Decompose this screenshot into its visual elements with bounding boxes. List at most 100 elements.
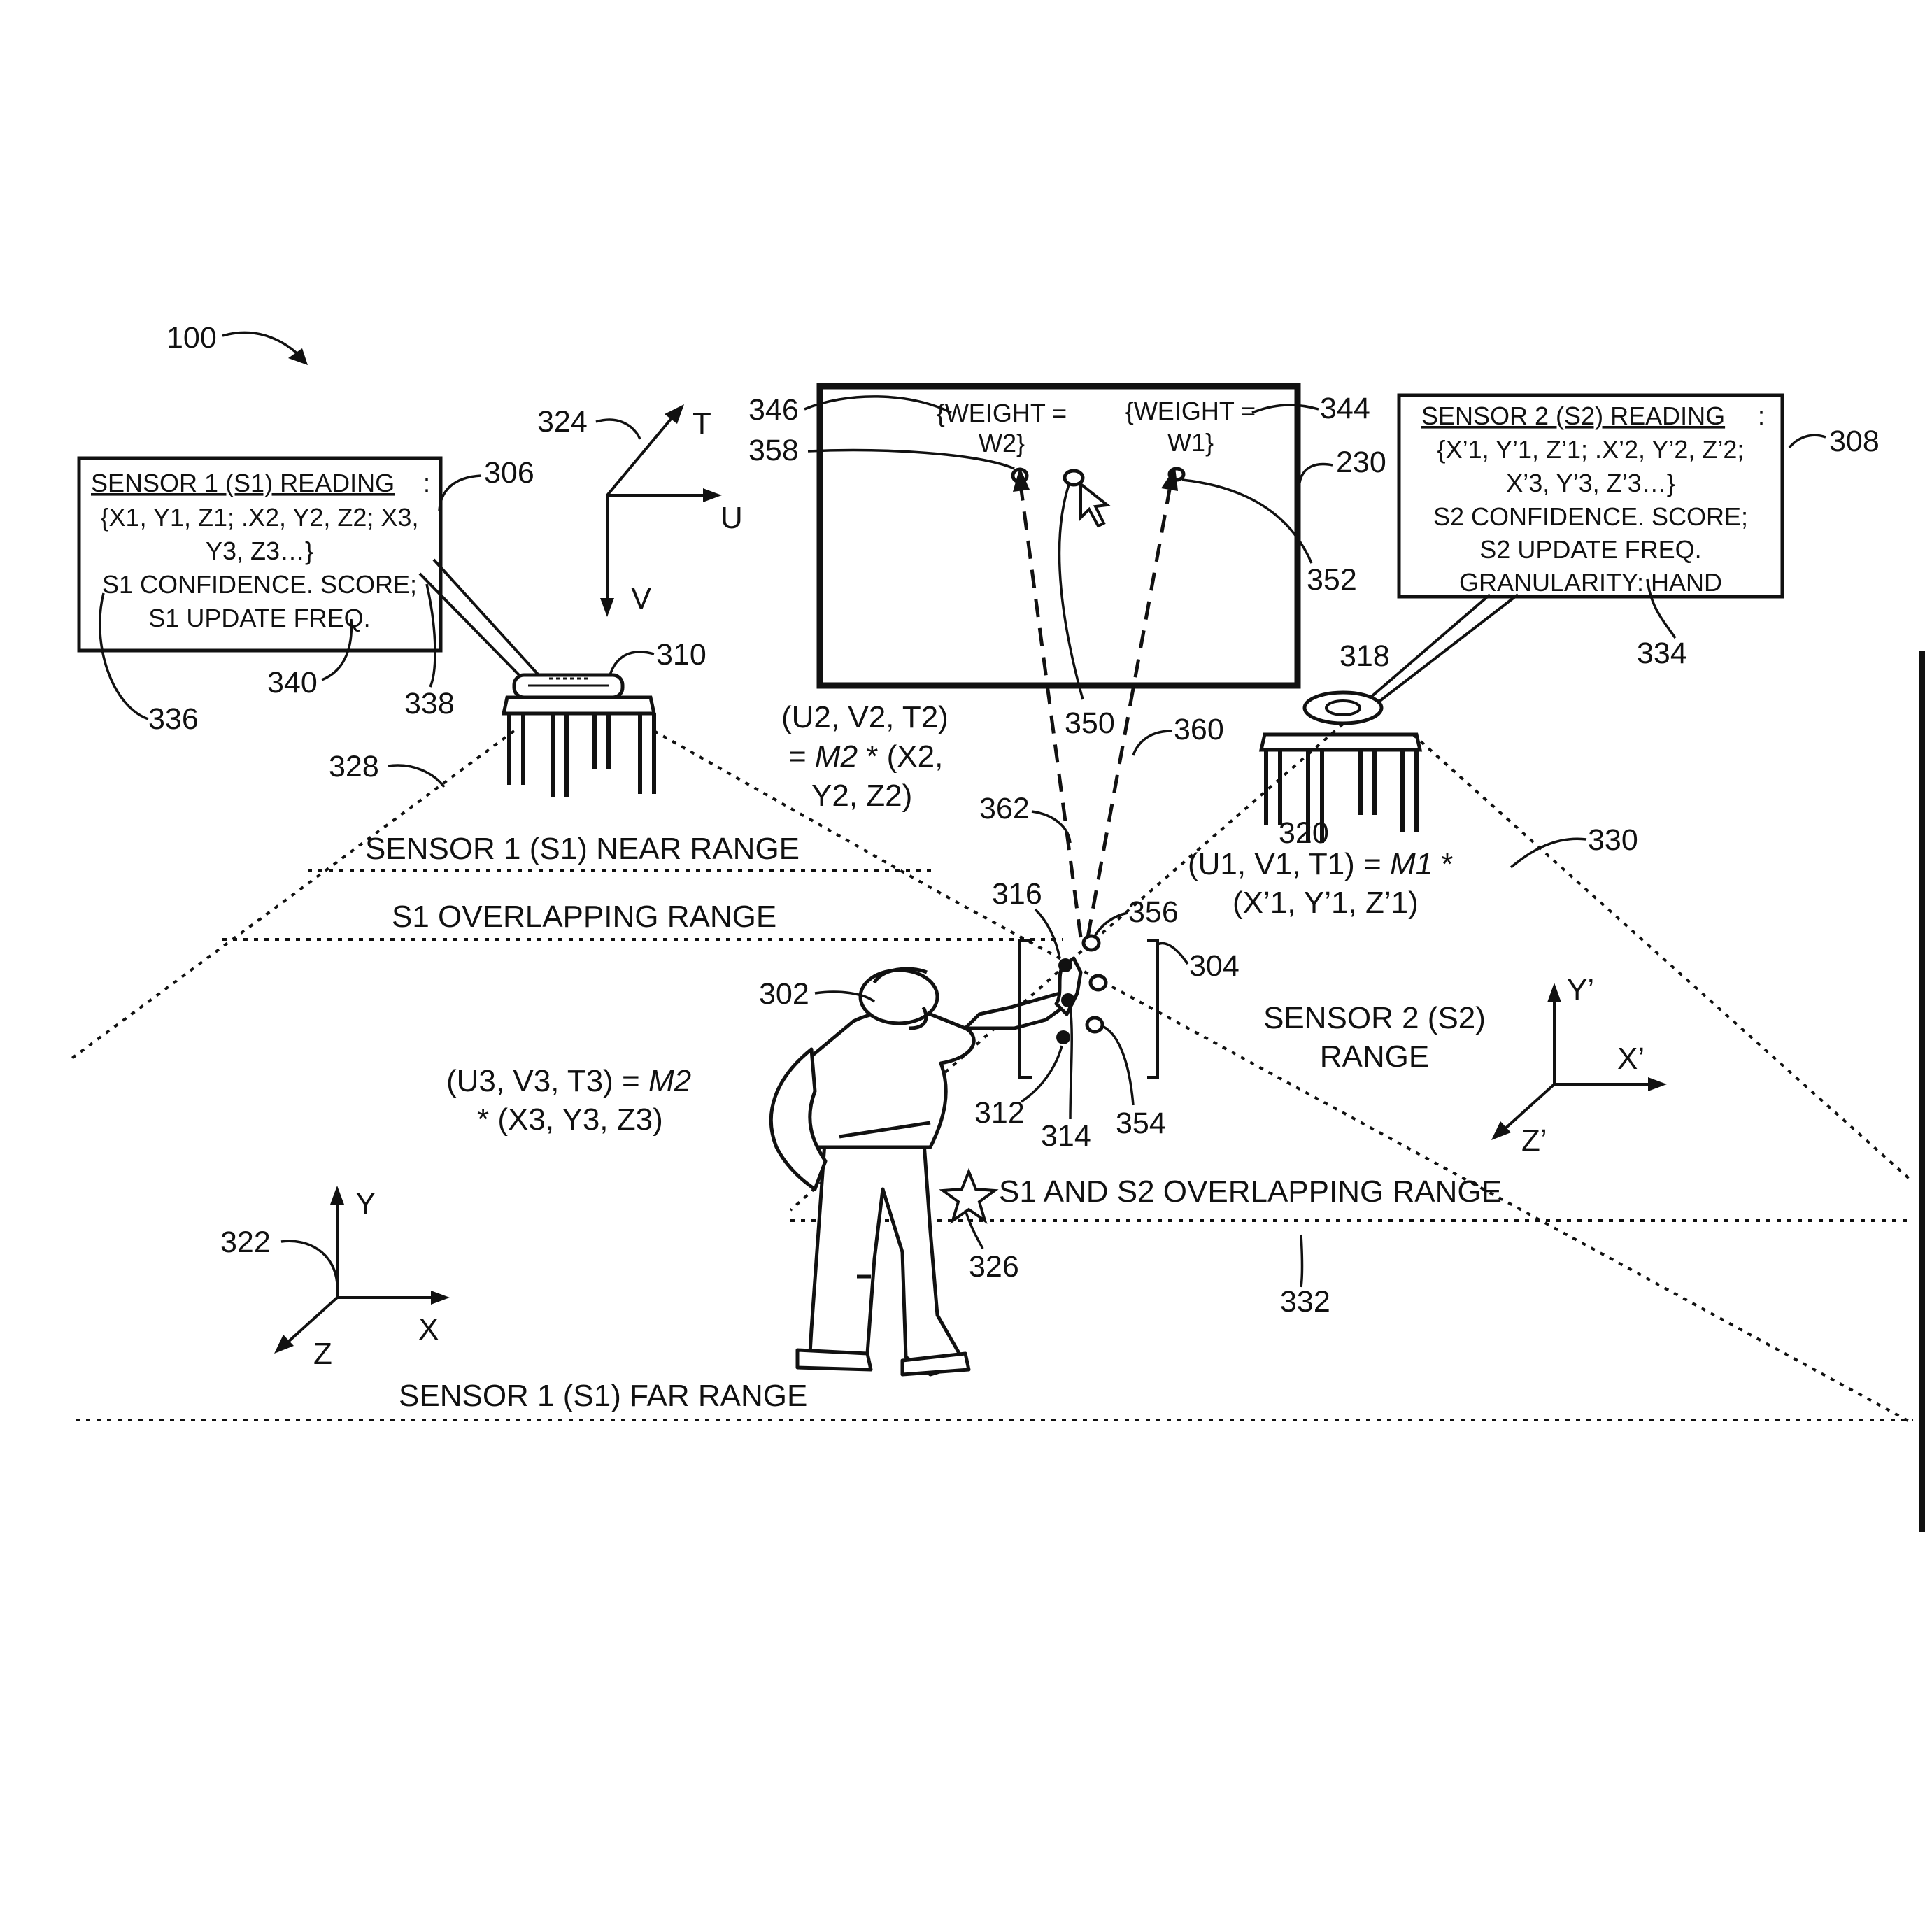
s2-range-label-line1: SENSOR 2 (S2) xyxy=(1263,1001,1486,1035)
weight-w2-line2: W2} xyxy=(979,429,1025,457)
ref-340: 340 xyxy=(267,666,318,699)
axis-x-prime-label: X’ xyxy=(1617,1042,1645,1076)
eq1-times: * xyxy=(1433,847,1453,881)
eq3-line2: * (X3, Y3, Z3) xyxy=(477,1102,663,1137)
eq2-line2: = M2 * (X2, xyxy=(788,739,943,774)
point-354 xyxy=(1087,1018,1102,1032)
point-pointer xyxy=(1091,976,1106,990)
ref-360-leader xyxy=(1133,731,1172,755)
ref-328: 328 xyxy=(329,750,379,783)
sensor2-device xyxy=(1305,692,1381,723)
ref-358: 358 xyxy=(748,434,799,467)
eq3-lhs: (U3, V3, T3) = xyxy=(446,1064,648,1098)
ref-326: 326 xyxy=(969,1250,1019,1284)
sensor2-reading-box: SENSOR 2 (S2) READING : {X’1, Y’1, Z’1; … xyxy=(1399,395,1782,597)
s1-overlap-range-label: S1 OVERLAPPING RANGE xyxy=(392,900,776,934)
ref-310-leader xyxy=(610,652,654,675)
weight-w1-line2: W1} xyxy=(1167,428,1214,457)
axis-z-label: Z xyxy=(313,1337,332,1371)
ref-346: 346 xyxy=(748,393,799,427)
user-figure xyxy=(771,958,1081,1375)
sensor2-box-colon: : xyxy=(1758,402,1765,430)
ref-314: 314 xyxy=(1041,1119,1091,1153)
weight-w1-line1: {WEIGHT = xyxy=(1125,397,1256,425)
figure-ref-arrowhead xyxy=(288,348,308,365)
s2-range-label-line2: RANGE xyxy=(1320,1039,1429,1074)
eq1-lhs: (U1, V1, T1) = xyxy=(1188,847,1390,881)
ref-324-leader xyxy=(596,420,640,439)
sensor1-box-confidence: S1 CONFIDENCE. SCORE; xyxy=(102,570,417,599)
sensor2-box-coords-line1: {X’1, Y’1, Z’1; .X’2, Y’2, Z’2; xyxy=(1437,435,1745,464)
ref-356: 356 xyxy=(1128,895,1179,929)
ref-310: 310 xyxy=(656,638,706,672)
eq2-line1: (U2, V2, T2) xyxy=(781,700,949,734)
joint-312 xyxy=(1056,1030,1070,1044)
sensor1-box-title: SENSOR 1 (S1) READING xyxy=(91,469,395,497)
eq3-matrix: M2 xyxy=(648,1064,691,1098)
eq2-rhs-start: * (X2, xyxy=(858,739,943,774)
ref-306: 306 xyxy=(484,456,534,490)
sensor1-box-update-freq: S1 UPDATE FREQ. xyxy=(148,604,370,632)
joint-316 xyxy=(1058,958,1072,972)
s1-far-range-label: SENSOR 1 (S1) FAR RANGE xyxy=(399,1379,807,1413)
sensor1-reading-box: SENSOR 1 (S1) READING : {X1, Y1, Z1; .X2… xyxy=(79,458,441,651)
axis-v-label: V xyxy=(631,581,652,616)
eq1-line1: (U1, V1, T1) = M1 * xyxy=(1188,847,1453,881)
ref-360: 360 xyxy=(1174,713,1224,746)
sensor1-table xyxy=(504,697,654,797)
axis-y-label: Y xyxy=(355,1186,376,1221)
ref-354-leader xyxy=(1104,1027,1133,1105)
ref-304: 304 xyxy=(1189,949,1240,983)
ref-308-leader xyxy=(1789,435,1826,448)
figure-ref-arrow xyxy=(222,332,302,358)
eq1-matrix: M1 xyxy=(1390,847,1433,881)
eq2-matrix: M2 xyxy=(815,739,858,774)
sensor2-box-title: SENSOR 2 (S2) READING xyxy=(1421,402,1725,430)
axis-z-prime-label: Z’ xyxy=(1521,1123,1547,1158)
ref-330-leader xyxy=(1511,839,1586,867)
ref-322: 322 xyxy=(220,1226,271,1259)
ref-332-leader xyxy=(1301,1235,1302,1287)
ref-324: 324 xyxy=(537,405,588,439)
s1-left-boundary xyxy=(70,731,514,1060)
ref-354: 354 xyxy=(1116,1107,1166,1140)
sensor1-device xyxy=(514,675,623,697)
ref-302: 302 xyxy=(759,977,809,1011)
ref-332: 332 xyxy=(1280,1285,1330,1319)
axis-x-label: X xyxy=(418,1312,439,1347)
ref-308: 308 xyxy=(1829,425,1880,458)
weight-w2-line1: {WEIGHT = xyxy=(937,399,1067,427)
sensor2-box-granularity: GRANULARITY: HAND xyxy=(1459,568,1722,597)
eq2-equals: = xyxy=(788,739,815,774)
ref-230: 230 xyxy=(1336,446,1386,479)
ref-316-leader xyxy=(1035,909,1060,958)
ref-318: 318 xyxy=(1340,639,1390,673)
s1-s2-overlap-label: S1 AND S2 OVERLAPPING RANGE xyxy=(999,1174,1502,1209)
ref-312-leader xyxy=(1021,1046,1062,1102)
sensor1-box-coords-line1: {X1, Y1, Z1; .X2, Y2, Z2; X3, xyxy=(101,503,419,532)
s1-near-range-label: SENSOR 1 (S1) NEAR RANGE xyxy=(365,832,800,866)
joint-314 xyxy=(1061,993,1075,1007)
point-356 xyxy=(1084,936,1099,950)
ref-316: 316 xyxy=(992,877,1042,911)
ref-312: 312 xyxy=(974,1096,1025,1130)
eq1-line2: (X’1, Y’1, Z’1) xyxy=(1233,886,1419,920)
ref-322-leader xyxy=(281,1241,337,1284)
axis-t-label: T xyxy=(692,406,711,441)
ref-362: 362 xyxy=(979,792,1030,825)
sensor1-box-colon: : xyxy=(423,469,430,497)
ref-344: 344 xyxy=(1320,392,1370,425)
axis-y-prime-label: Y’ xyxy=(1567,973,1594,1007)
ref-314-leader xyxy=(1070,1007,1072,1119)
sensor2-box-update-freq: S2 UPDATE FREQ. xyxy=(1479,535,1701,564)
star-icon xyxy=(943,1172,995,1221)
ref-352: 352 xyxy=(1307,563,1357,597)
ref-320: 320 xyxy=(1279,816,1329,850)
figure-ref-100: 100 xyxy=(166,321,217,355)
ref-334: 334 xyxy=(1637,637,1687,670)
axis-u-label: U xyxy=(720,501,743,535)
sensor2-box-confidence: S2 CONFIDENCE. SCORE; xyxy=(1433,502,1748,531)
ref-328-leader xyxy=(388,765,444,787)
sensor2-box-coords-line2: X’3, Y’3, Z’3…} xyxy=(1506,469,1675,497)
